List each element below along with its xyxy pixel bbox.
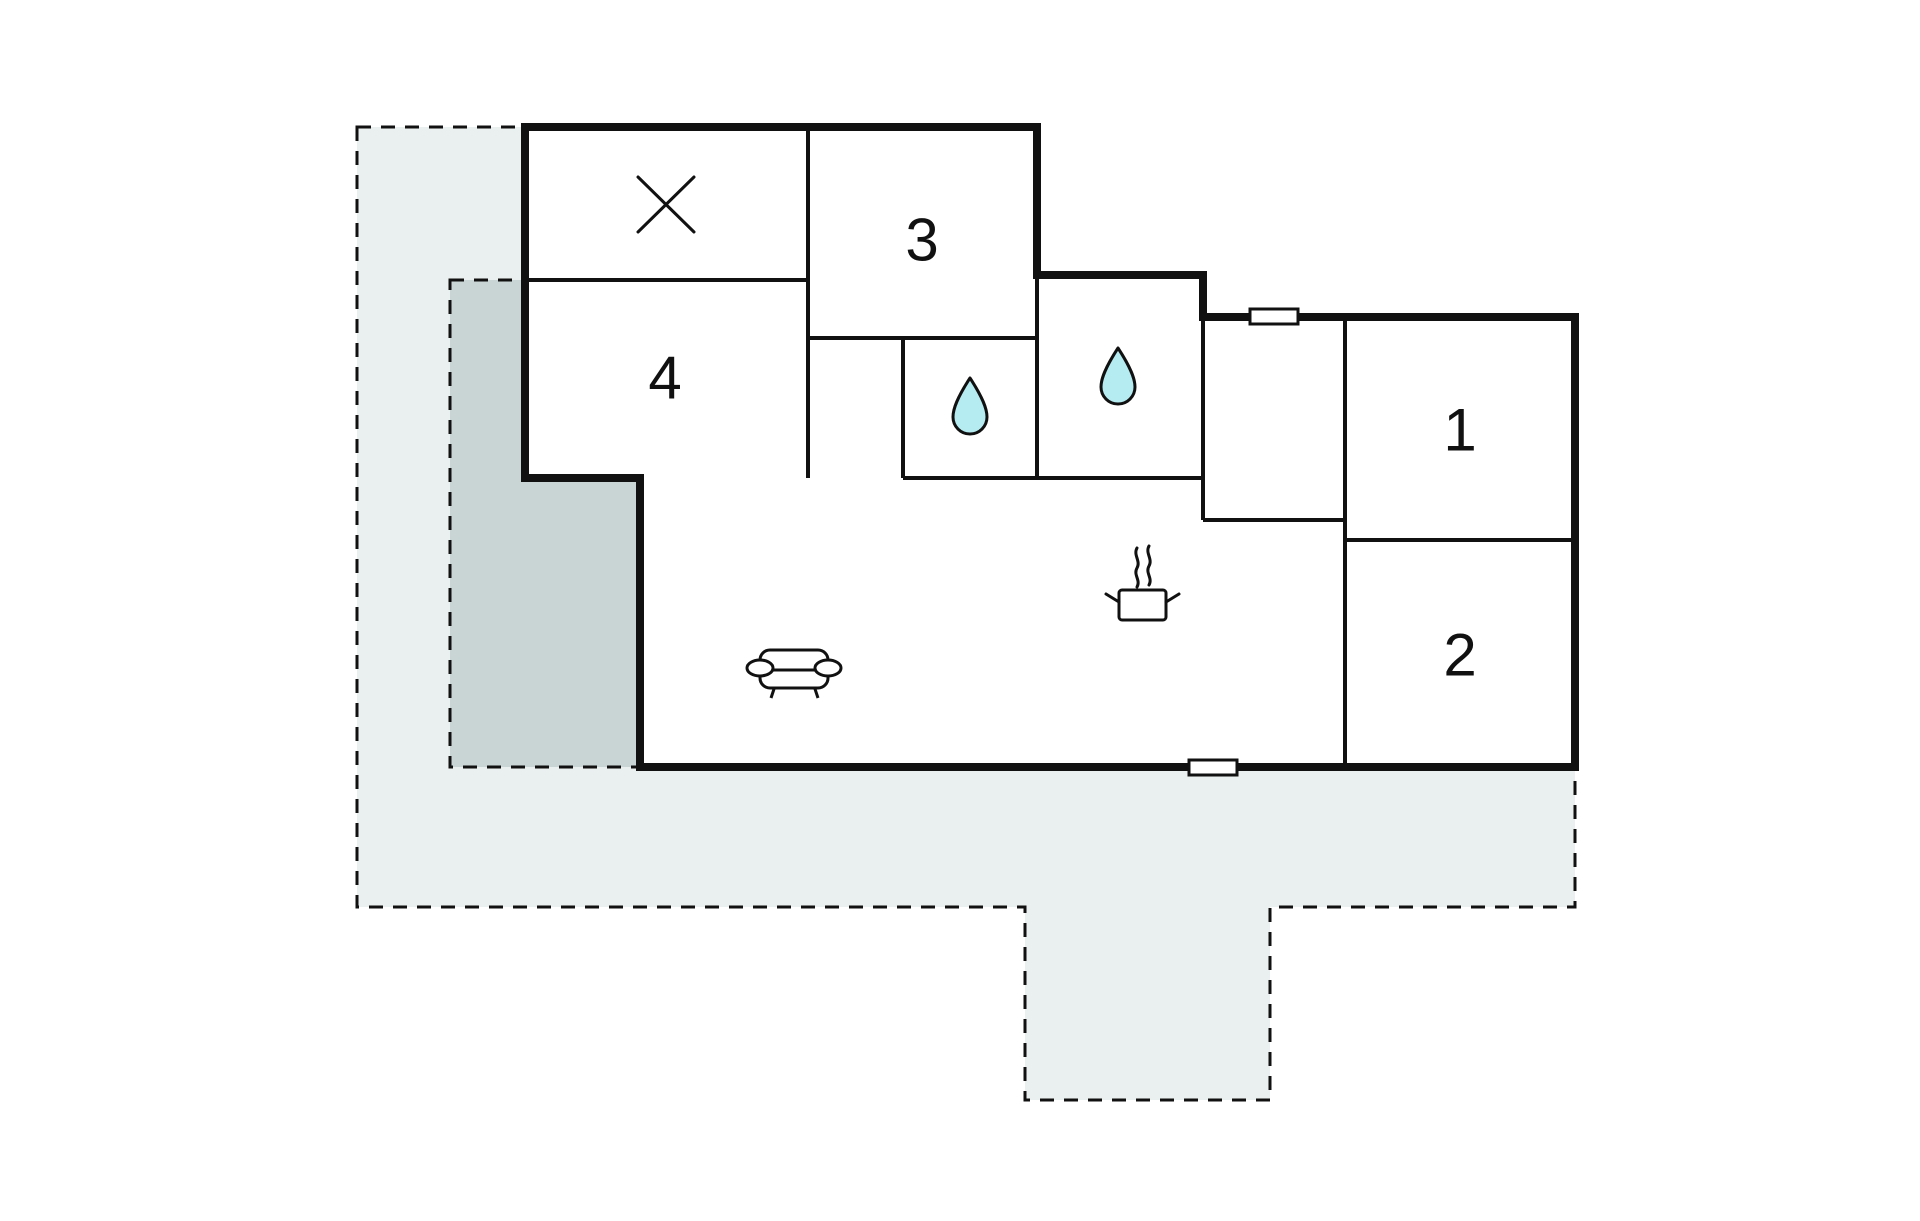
- window-icon: [1187, 758, 1239, 777]
- house-interior: [525, 127, 1575, 767]
- interior-walls: [525, 127, 1575, 767]
- water-drop-icon: [951, 376, 989, 436]
- x-mark-icon: [636, 175, 696, 234]
- cooking-pot-icon: [1104, 544, 1181, 622]
- room-label-bedroom-1: 1: [1443, 397, 1476, 464]
- room-label-bedroom-2: 2: [1443, 622, 1476, 689]
- room-label-bedroom-4: 4: [648, 345, 681, 412]
- window-icon: [1248, 307, 1300, 326]
- terrace-area: [355, 125, 1577, 1102]
- water-drop-icon: [1099, 346, 1137, 406]
- room-label-bedroom-3: 3: [905, 207, 938, 274]
- sofa-icon: [745, 648, 843, 699]
- exterior-walls: [521, 123, 1579, 771]
